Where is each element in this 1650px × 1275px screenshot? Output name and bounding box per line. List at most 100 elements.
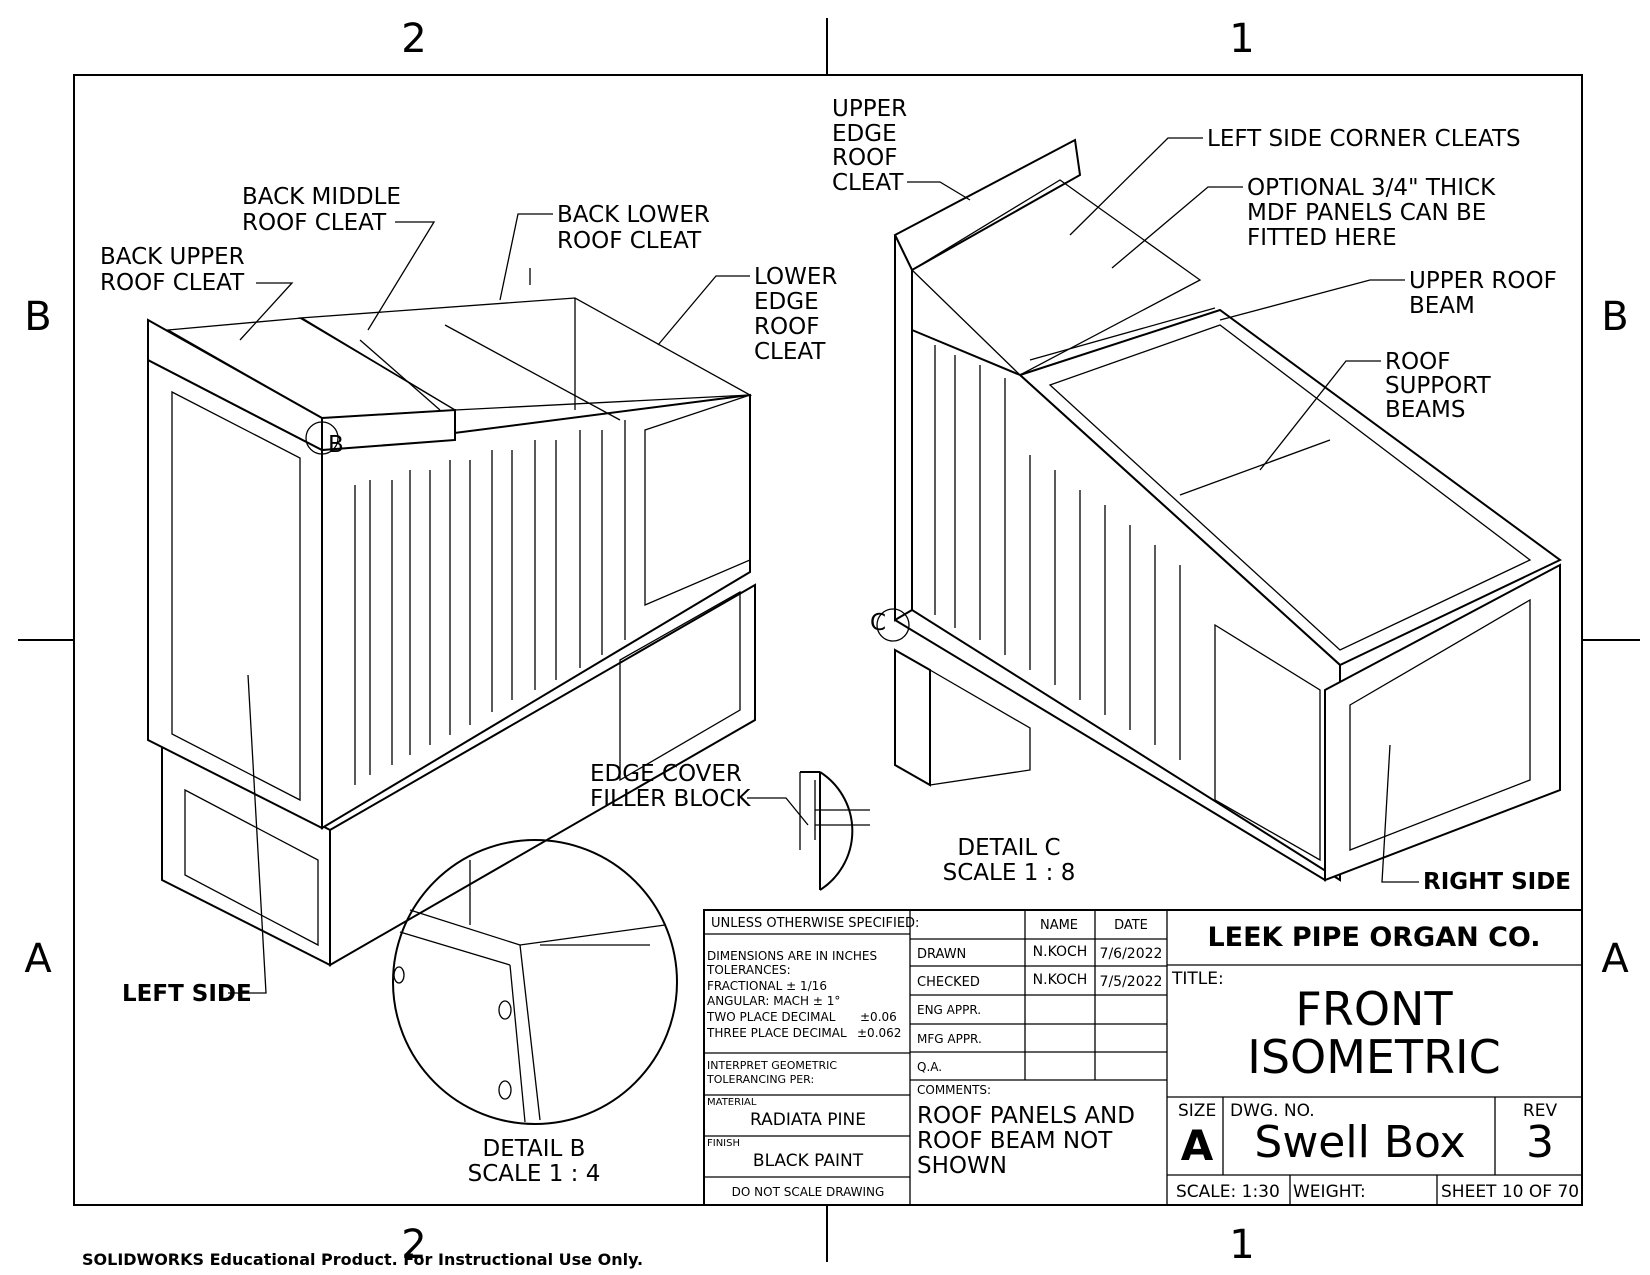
svg-text:TWO PLACE DECIMAL: TWO PLACE DECIMAL (706, 1010, 836, 1024)
svg-text:DWG. NO.: DWG. NO. (1230, 1101, 1315, 1121)
svg-text:SUPPORT: SUPPORT (1385, 373, 1492, 399)
svg-text:FINISH: FINISH (707, 1138, 740, 1149)
svg-text:FITTED HERE: FITTED HERE (1247, 225, 1397, 251)
svg-text:BEAM: BEAM (1409, 293, 1475, 319)
detail-c: EDGE COVER FILLER BLOCK DETAIL C SCALE 1… (590, 761, 1076, 891)
callout-upper-roof-beam: UPPER ROOF BEAM (1219, 268, 1557, 321)
svg-text:NAME: NAME (1040, 918, 1078, 933)
svg-text:DATE: DATE (1114, 918, 1148, 933)
svg-text:ROOF: ROOF (754, 314, 819, 340)
svg-text:ISOMETRIC: ISOMETRIC (1247, 1030, 1500, 1084)
svg-text:RIGHT SIDE: RIGHT SIDE (1423, 869, 1571, 895)
callout-optional-mdf-panels: OPTIONAL 3/4" THICK MDF PANELS CAN BE FI… (1111, 175, 1496, 269)
svg-text:CLEAT: CLEAT (754, 339, 826, 365)
svg-text:ROOF BEAM NOT: ROOF BEAM NOT (917, 1128, 1113, 1154)
zone-label-bottom-right: 1 (1229, 1222, 1254, 1268)
callout-left-side-corner-cleats: LEFT SIDE CORNER CLEATS (1069, 126, 1521, 236)
detail-c-marker: C (870, 610, 886, 636)
svg-text:DO NOT SCALE DRAWING: DO NOT SCALE DRAWING (732, 1185, 885, 1199)
svg-text:N.KOCH: N.KOCH (1033, 944, 1088, 960)
svg-text:ROOF: ROOF (1385, 349, 1450, 375)
title-block: UNLESS OTHERWISE SPECIFIED: DIMENSIONS A… (703, 909, 1583, 1206)
svg-text:FILLER BLOCK: FILLER BLOCK (590, 786, 751, 812)
left-isometric-view: B (147, 268, 756, 967)
svg-text:±0.06: ±0.06 (860, 1010, 897, 1024)
svg-text:LEFT SIDE: LEFT SIDE (122, 981, 252, 1007)
zone-label-top-right: 1 (1229, 16, 1254, 62)
callout-right-side: RIGHT SIDE (1381, 744, 1571, 895)
svg-text:±0.062: ±0.062 (857, 1026, 901, 1040)
svg-text:Swell Box: Swell Box (1254, 1117, 1465, 1168)
svg-text:UPPER ROOF: UPPER ROOF (1409, 268, 1557, 294)
svg-text:TOLERANCING PER:: TOLERANCING PER: (706, 1073, 814, 1086)
svg-text:WEIGHT:: WEIGHT: (1293, 1182, 1366, 1202)
svg-text:MFG APPR.: MFG APPR. (917, 1032, 982, 1046)
svg-text:SCALE 1 : 8: SCALE 1 : 8 (943, 860, 1076, 886)
callout-left-side: LEFT SIDE (122, 674, 267, 1007)
svg-text:INTERPRET GEOMETRIC: INTERPRET GEOMETRIC (707, 1059, 837, 1072)
svg-text:CHECKED: CHECKED (917, 975, 980, 990)
svg-text:TITLE:: TITLE: (1171, 969, 1224, 989)
svg-text:SCALE 1 : 4: SCALE 1 : 4 (468, 1161, 601, 1187)
svg-text:UPPER: UPPER (832, 96, 907, 122)
svg-text:SCALE: 1:30: SCALE: 1:30 (1176, 1182, 1280, 1202)
svg-text:LOWER: LOWER (754, 264, 837, 290)
svg-text:ANGULAR: MACH ± 1°: ANGULAR: MACH ± 1° (707, 994, 840, 1008)
svg-text:BLACK PAINT: BLACK PAINT (753, 1151, 864, 1171)
callout-roof-support-beams: ROOF SUPPORT BEAMS (1259, 349, 1492, 471)
zone-label-right-a: A (1601, 936, 1629, 982)
svg-text:DRAWN: DRAWN (917, 947, 966, 962)
svg-text:SHEET 10 OF 70: SHEET 10 OF 70 (1441, 1182, 1579, 1202)
callout-back-upper-roof-cleat: BACK UPPER ROOF CLEAT (100, 244, 294, 341)
svg-text:ROOF CLEAT: ROOF CLEAT (100, 270, 245, 296)
zone-label-bottom-left: 2 (401, 1222, 426, 1268)
svg-text:LEEK PIPE ORGAN CO.: LEEK PIPE ORGAN CO. (1207, 922, 1540, 953)
svg-text:EDGE: EDGE (832, 121, 897, 147)
callout-lower-edge-roof-cleat: LOWER EDGE ROOF CLEAT (657, 264, 837, 365)
svg-text:REV: REV (1523, 1101, 1558, 1121)
zone-label-right-b: B (1601, 294, 1628, 340)
svg-text:BEAMS: BEAMS (1385, 397, 1466, 423)
svg-text:ROOF CLEAT: ROOF CLEAT (242, 210, 387, 236)
svg-text:EDGE: EDGE (754, 289, 819, 315)
svg-text:LEFT SIDE CORNER CLEATS: LEFT SIDE CORNER CLEATS (1207, 126, 1521, 152)
zone-label-top-left: 2 (401, 16, 426, 62)
svg-text:SHOWN: SHOWN (917, 1153, 1007, 1179)
svg-text:EDGE COVER: EDGE COVER (590, 761, 742, 787)
svg-text:ROOF: ROOF (832, 145, 897, 171)
svg-text:DIMENSIONS ARE IN INCHES: DIMENSIONS ARE IN INCHES (707, 949, 877, 963)
svg-text:FRACTIONAL ± 1/16: FRACTIONAL ± 1/16 (707, 979, 827, 993)
svg-text:UNLESS OTHERWISE SPECIFIED:: UNLESS OTHERWISE SPECIFIED: (711, 916, 919, 931)
detail-b: DETAIL B SCALE 1 : 4 (392, 839, 678, 1187)
svg-text:MDF PANELS CAN BE: MDF PANELS CAN BE (1247, 200, 1486, 226)
svg-text:ROOF CLEAT: ROOF CLEAT (557, 228, 702, 254)
svg-text:3: 3 (1526, 1117, 1554, 1168)
svg-text:TOLERANCES:: TOLERANCES: (706, 963, 791, 977)
zone-label-left-a: A (24, 936, 52, 982)
svg-text:MATERIAL: MATERIAL (707, 1097, 757, 1108)
svg-text:FRONT: FRONT (1295, 982, 1453, 1036)
detail-b-marker: B (328, 432, 344, 458)
svg-text:ENG APPR.: ENG APPR. (917, 1003, 981, 1017)
svg-text:CLEAT: CLEAT (832, 170, 904, 196)
svg-text:DETAIL B: DETAIL B (483, 1136, 586, 1162)
svg-text:DETAIL C: DETAIL C (957, 835, 1060, 861)
svg-text:N.KOCH: N.KOCH (1033, 972, 1088, 988)
svg-text:THREE PLACE DECIMAL: THREE PLACE DECIMAL (706, 1026, 847, 1040)
right-isometric-view: C (870, 138, 1562, 882)
svg-text:BACK LOWER: BACK LOWER (557, 202, 710, 228)
callout-back-middle-roof-cleat: BACK MIDDLE ROOF CLEAT (242, 184, 436, 331)
svg-text:A: A (1181, 1121, 1214, 1170)
callout-upper-edge-roof-cleat: UPPER EDGE ROOF CLEAT (832, 96, 971, 201)
svg-text:SIZE: SIZE (1178, 1101, 1216, 1121)
svg-text:OPTIONAL 3/4" THICK: OPTIONAL 3/4" THICK (1247, 175, 1496, 201)
svg-text:BACK UPPER: BACK UPPER (100, 244, 245, 270)
svg-text:Q.A.: Q.A. (917, 1060, 942, 1074)
svg-text:COMMENTS:: COMMENTS: (917, 1083, 991, 1097)
svg-text:7/6/2022: 7/6/2022 (1100, 946, 1163, 962)
svg-text:BACK MIDDLE: BACK MIDDLE (242, 184, 401, 210)
svg-text:ROOF PANELS AND: ROOF PANELS AND (917, 1103, 1135, 1129)
callout-back-lower-roof-cleat: BACK LOWER ROOF CLEAT (499, 202, 710, 301)
zone-label-left-b: B (24, 294, 51, 340)
